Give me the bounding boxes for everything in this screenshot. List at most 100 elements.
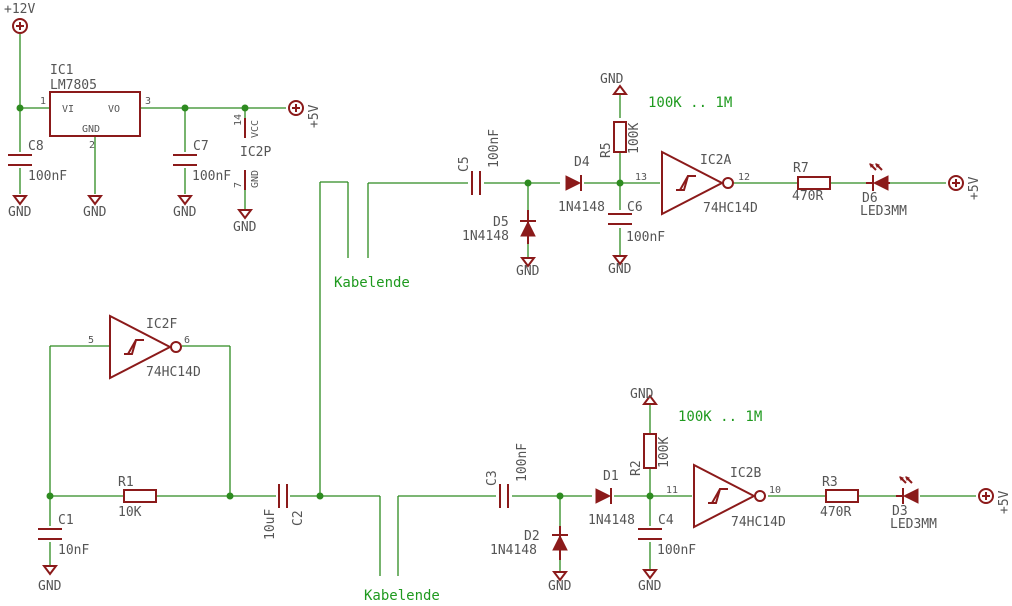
r5-resistor — [613, 121, 627, 153]
ic2p-vcc: VCC — [250, 120, 261, 138]
c7-capacitor — [173, 154, 197, 166]
d2-value: 1N4148 — [490, 543, 537, 558]
label-5v-1: +5V — [307, 104, 322, 128]
ic2f-value: 74HC14D — [146, 365, 201, 380]
r2-value: 100K — [657, 437, 672, 468]
c8-value: 100nF — [28, 169, 67, 184]
c5-name: C5 — [457, 156, 472, 172]
ic2b-value: 74HC14D — [731, 515, 786, 530]
d6-name: D6 — [862, 191, 878, 206]
gnd-label-6: GND — [516, 264, 540, 279]
ic1-gnd: GND — [82, 124, 100, 135]
ic2b-pin11: 11 — [666, 485, 678, 496]
ic2b-inverter — [693, 463, 766, 529]
c3-capacitor — [499, 484, 509, 508]
supply-12v-symbol — [12, 18, 28, 34]
c4-capacitor — [638, 528, 662, 540]
d6-value: LED3MM — [860, 204, 907, 219]
c3-name: C3 — [485, 470, 500, 486]
supply-5v-symbol-2 — [948, 175, 964, 191]
kabelende-label-1: Kabelende — [334, 275, 410, 291]
c8-capacitor — [8, 154, 32, 166]
ic2p-pin14: 14 — [233, 114, 244, 126]
ic2b-name: IC2B — [730, 466, 761, 481]
c8-name: C8 — [28, 139, 44, 154]
ic1-regulator — [49, 91, 141, 137]
d3-value: LED3MM — [890, 517, 937, 532]
gnd-label-4: GND — [233, 220, 257, 235]
ic2a-value: 74HC14D — [703, 201, 758, 216]
gnd-symbols — [12, 84, 658, 582]
supply-5v-symbol-3 — [978, 488, 994, 504]
d2-diode — [552, 526, 568, 560]
ic2f-inverter — [109, 314, 182, 380]
c2-capacitor — [278, 484, 288, 508]
d6-led — [866, 163, 890, 191]
c7-name: C7 — [193, 139, 209, 154]
gnd-label-11: GND — [638, 579, 662, 594]
ic2p-gnd: GND — [250, 170, 261, 188]
note-bottom: 100K .. 1M — [678, 409, 762, 425]
d1-name: D1 — [603, 469, 619, 484]
r2-name: R2 — [629, 460, 644, 476]
c5-value: 100nF — [487, 129, 502, 168]
c4-name: C4 — [658, 513, 674, 528]
ic2a-inverter — [661, 150, 734, 216]
r7-name: R7 — [793, 161, 809, 176]
junctions — [16, 104, 654, 500]
r1-value: 10K — [118, 505, 142, 520]
gnd-label-1: GND — [8, 205, 32, 220]
ic1-pin1: 1 — [40, 96, 46, 107]
c2-value: 10uF — [263, 509, 278, 540]
ic2a-name: IC2A — [700, 153, 731, 168]
d1-value: 1N4148 — [588, 513, 635, 528]
c1-value: 10nF — [58, 543, 89, 558]
r1-resistor — [123, 489, 157, 503]
ic1-name: IC1 — [50, 63, 73, 78]
label-12v: +12V — [4, 2, 35, 17]
c6-capacitor — [608, 213, 632, 225]
c3-value: 100nF — [515, 443, 530, 482]
d1-diode — [595, 488, 612, 504]
c7-value: 100nF — [192, 169, 231, 184]
d4-value: 1N4148 — [558, 200, 605, 215]
r7-value: 470R — [792, 189, 823, 204]
r3-value: 470R — [820, 505, 851, 520]
gnd-label-10: GND — [548, 579, 572, 594]
label-5v-3: +5V — [997, 490, 1012, 514]
ic2f-name: IC2F — [146, 317, 177, 332]
d4-name: D4 — [574, 155, 590, 170]
d5-value: 1N4148 — [462, 229, 509, 244]
ic1-vo: VO — [108, 104, 120, 115]
ic2a-pin12: 12 — [738, 172, 750, 183]
ic1-vi: VI — [62, 104, 74, 115]
ic1-pin3: 3 — [145, 96, 151, 107]
d3-led — [896, 476, 919, 504]
r3-name: R3 — [822, 475, 838, 490]
ic2p-pin7: 7 — [233, 182, 244, 188]
note-top: 100K .. 1M — [648, 95, 732, 111]
ic1-pin2: 2 — [89, 140, 95, 151]
kabelende-label-2: Kabelende — [364, 588, 440, 604]
ic2a-pin13: 13 — [635, 172, 647, 183]
c5-capacitor — [471, 171, 481, 195]
d5-name: D5 — [493, 215, 509, 230]
r5-value: 100K — [627, 123, 642, 154]
gnd-label-2: GND — [83, 205, 107, 220]
c4-value: 100nF — [657, 543, 696, 558]
c2-name: C2 — [291, 510, 306, 526]
r1-name: R1 — [118, 475, 134, 490]
c6-name: C6 — [627, 200, 643, 215]
ic1-value: LM7805 — [50, 78, 97, 93]
gnd-label-3: GND — [173, 205, 197, 220]
ic2f-pin6: 6 — [184, 335, 190, 346]
gnd-label-9: GND — [630, 387, 654, 402]
label-5v-2: +5V — [967, 176, 982, 200]
ic2b-pin10: 10 — [769, 485, 781, 496]
supply-5v-symbol-1 — [288, 100, 304, 116]
ic2f-pin5: 5 — [88, 335, 94, 346]
c6-value: 100nF — [626, 230, 665, 245]
gnd-label-5: GND — [600, 72, 624, 87]
